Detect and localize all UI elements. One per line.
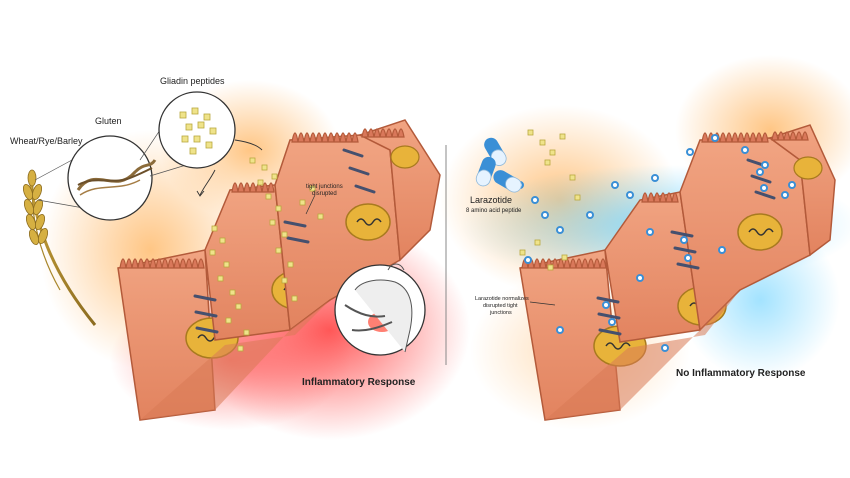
- tight-junctions-line2: disrupted: [312, 191, 337, 197]
- tight-junctions-label: tight junctions disrupted: [305, 184, 343, 215]
- tight-junctions-left: [193, 148, 376, 334]
- cell-right-3: [679, 137, 811, 332]
- cell-right-4: [768, 124, 836, 257]
- gliadin-label: Gliadin peptides: [160, 76, 225, 86]
- wheat-stalk: [22, 169, 97, 326]
- gluten-magnifier: [34, 135, 157, 221]
- gliadin-magnifier: [139, 91, 236, 177]
- larazotide-sub-label: 8 amino acid peptide: [466, 208, 522, 214]
- normalize-line1: Larazotide normalizes: [475, 296, 529, 302]
- tight-junctions-line1: tight junctions: [306, 184, 343, 190]
- inflammatory-response-label: Inflammatory Response: [302, 377, 416, 388]
- abdominal-pain-inset: [334, 263, 426, 356]
- larazotide-label: Larazotide: [470, 195, 512, 205]
- right-epithelium: [516, 124, 836, 421]
- nucleus: [737, 213, 783, 251]
- dna-icon: [356, 218, 382, 226]
- larazotide-capsules: [475, 137, 522, 193]
- villi-right: [521, 131, 809, 269]
- dna-icon: [748, 228, 774, 236]
- gliadin-peptides-stream: [209, 157, 324, 352]
- gliadin-peptides-right: [519, 129, 581, 271]
- left-epithelium: [117, 119, 441, 421]
- flow-arrows-left: [196, 139, 263, 197]
- gluten-label: Gluten: [95, 116, 122, 126]
- normalize-line2: disrupted tight: [483, 303, 518, 309]
- wheat-label: Wheat/Rye/Barley: [10, 136, 83, 146]
- normalize-line3: junctions: [489, 310, 512, 316]
- villi: [119, 128, 405, 269]
- normalize-label: Larazotide normalizes disrupted tight ju…: [475, 296, 556, 316]
- cell-left-4: [358, 119, 441, 262]
- dna-icon: [605, 342, 631, 350]
- tight-junctions-right: [596, 158, 776, 336]
- no-inflammatory-response-label: No Inflammatory Response: [676, 368, 806, 379]
- nucleus: [345, 203, 391, 241]
